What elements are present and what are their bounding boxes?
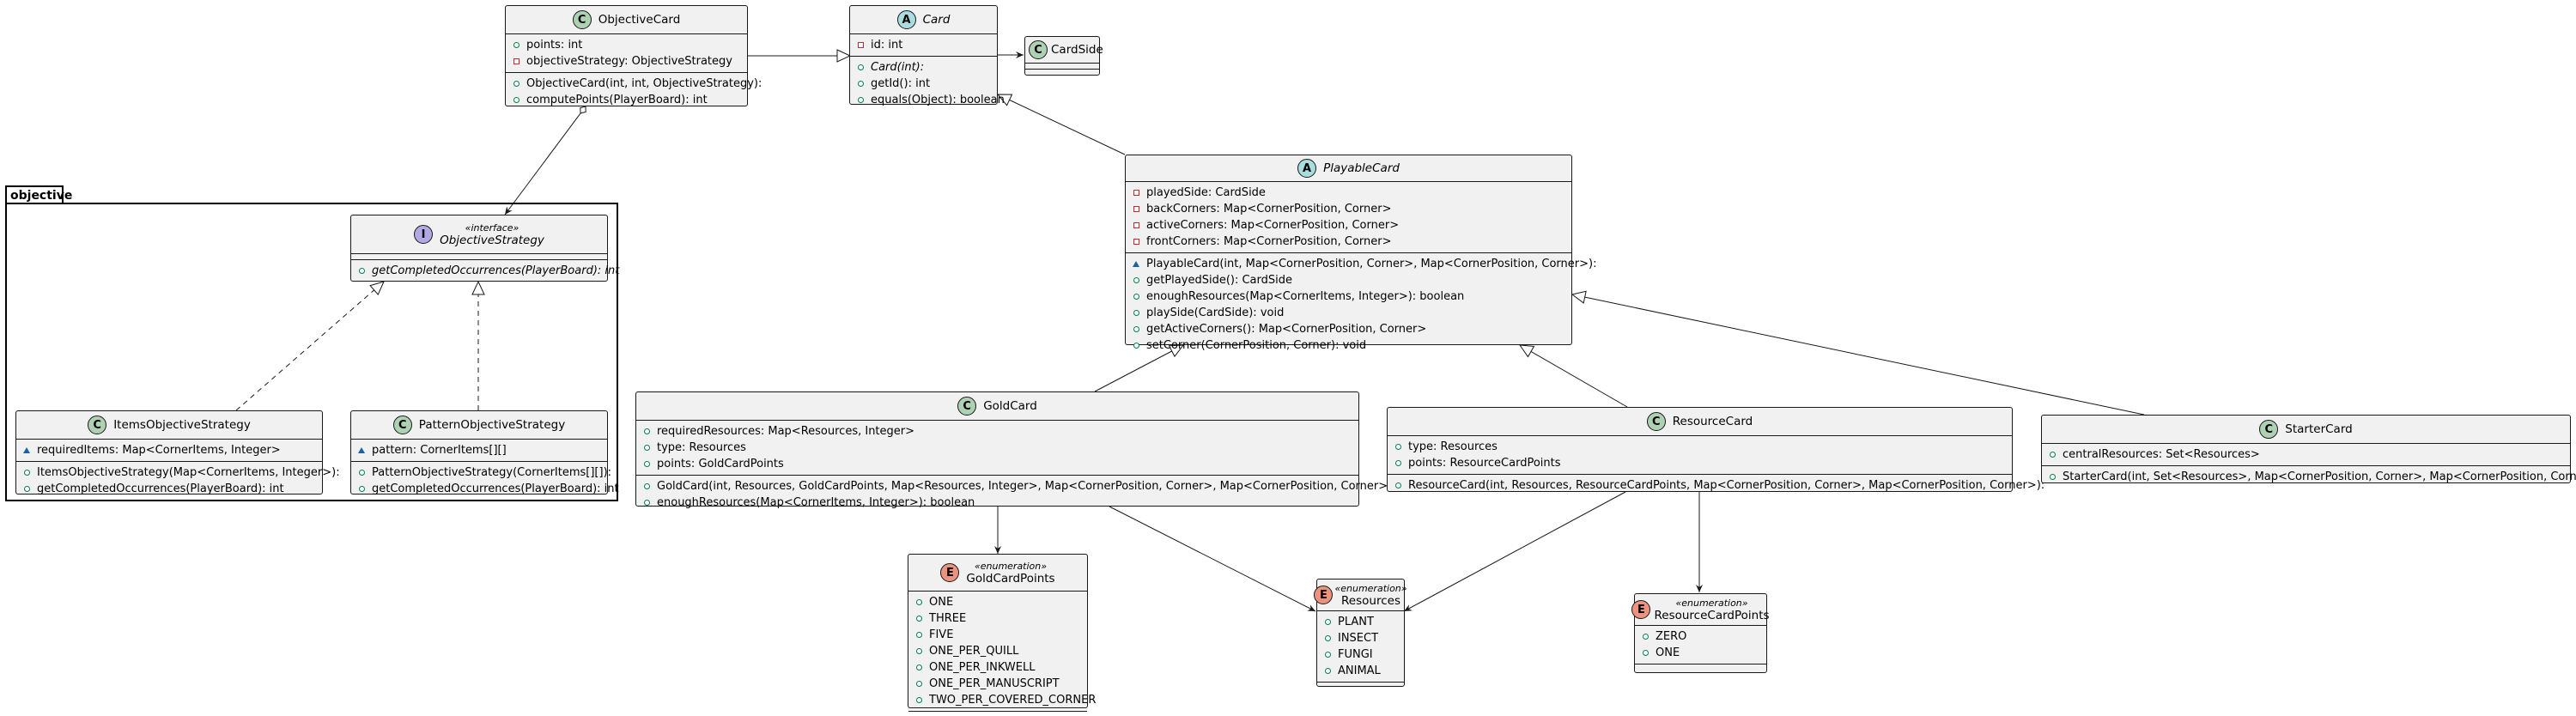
- field-row: points: GoldCardPoints: [636, 456, 1358, 472]
- class-name: StarterCard: [2285, 422, 2353, 436]
- class-goldcard[interactable]: C GoldCard requiredResources: Map<Resour…: [635, 391, 1396, 509]
- enum-value-row: ONE_PER_QUILL: [908, 643, 1087, 659]
- field-row: type: Resources: [1388, 439, 2012, 455]
- edge-objectivecard-strategy: [504, 106, 586, 215]
- class-glyph-icon: C: [1029, 40, 1048, 59]
- field-row: activeCorners: Map<CornerPosition, Corne…: [1126, 217, 1571, 234]
- class-name: ItemsObjectiveStrategy: [113, 418, 251, 432]
- class-glyph-icon: C: [2259, 420, 2279, 439]
- field-row: requiredItems: Map<CornerItems, Integer>: [16, 442, 322, 458]
- enum-value-row: FIVE: [908, 627, 1087, 643]
- enum-value-row: INSECT: [1317, 630, 1404, 646]
- field-row: id: int: [850, 37, 997, 53]
- field-row: points: int: [506, 37, 747, 53]
- field-row: frontCorners: Map<CornerPosition, Corner…: [1126, 234, 1571, 250]
- class-objectivecard[interactable]: C ObjectiveCard points: int objectiveStr…: [505, 5, 762, 108]
- enum-glyph-icon: E: [1314, 586, 1334, 604]
- enum-value-row: ONE_PER_MANUSCRIPT: [908, 676, 1087, 692]
- method-row: computePoints(PlayerBoard): int: [506, 92, 747, 108]
- method-row: getCompletedOccurrences(PlayerBoard): in…: [16, 481, 322, 497]
- enum-goldcardpoints[interactable]: E «enumeration» GoldCardPoints ONE THREE…: [908, 554, 1096, 712]
- method-row: Card(int):: [850, 59, 997, 76]
- class-name: ResourceCard: [1672, 415, 1753, 428]
- class-card[interactable]: A Card id: int Card(int): getId(): int e…: [849, 5, 1005, 108]
- class-patternobjectivestrategy[interactable]: C PatternObjectiveStrategy pattern: Corn…: [350, 410, 619, 497]
- class-name: ResourceCardPoints: [1654, 609, 1770, 622]
- class-startercard[interactable]: C StarterCard centralResources: Set<Reso…: [2041, 415, 2576, 485]
- field-row: playedSide: CardSide: [1126, 185, 1571, 201]
- method-row: getActiveCorners(): Map<CornerPosition, …: [1126, 321, 1571, 337]
- field-row: objectiveStrategy: ObjectiveStrategy: [506, 53, 747, 70]
- class-itemsobjectivestrategy[interactable]: C ItemsObjectiveStrategy requiredItems: …: [15, 410, 340, 497]
- enum-resourcecardpoints[interactable]: E «enumeration» ResourceCardPoints ZERO …: [1631, 593, 1770, 673]
- method-row: PatternObjectiveStrategy(CornerItems[][]…: [351, 464, 611, 481]
- class-name: PatternObjectiveStrategy: [418, 418, 566, 432]
- method-row: enoughResources(Map<CornerItems, Integer…: [636, 495, 1358, 511]
- enum-value-row: THREE: [908, 610, 1087, 627]
- method-row: equals(Object): boolean: [850, 92, 1005, 108]
- method-row: getPlayedSide(): CardSide: [1126, 272, 1571, 288]
- class-glyph-icon: C: [957, 397, 977, 416]
- method-row: getCompletedOccurrences(PlayerBoard): in…: [351, 481, 619, 497]
- enum-value-row: ONE_PER_INKWELL: [908, 659, 1087, 676]
- class-name: ObjectiveCard: [598, 13, 681, 27]
- method-row: ObjectiveCard(int, int, ObjectiveStrateg…: [506, 76, 762, 92]
- package-tab: objective: [5, 185, 72, 204]
- stereotype-label: «enumeration»: [974, 561, 1048, 572]
- class-name: GoldCard: [983, 399, 1037, 413]
- enum-value-row: ZERO: [1635, 628, 1766, 645]
- class-glyph-icon: C: [1646, 412, 1666, 431]
- field-row: requiredResources: Map<Resources, Intege…: [636, 423, 1358, 440]
- method-row: StarterCard(int, Set<Resources>, Map<Cor…: [2042, 469, 2576, 485]
- method-row: GoldCard(int, Resources, GoldCardPoints,…: [636, 478, 1396, 495]
- enum-glyph-icon: E: [1631, 600, 1651, 619]
- method-row: PlayableCard(int, Map<CornerPosition, Co…: [1126, 256, 1596, 272]
- field-row: centralResources: Set<Resources>: [2042, 446, 2570, 463]
- enum-value-row: FUNGI: [1317, 646, 1404, 663]
- class-name: Card: [922, 13, 951, 27]
- edge-resource-resources: [1403, 491, 1626, 612]
- abstract-glyph-icon: A: [896, 10, 916, 29]
- method-row: setCorner(CornerPosition, Corner): void: [1126, 337, 1571, 354]
- method-row: getId(): int: [850, 76, 997, 92]
- field-row: type: Resources: [636, 440, 1358, 456]
- edge-starter-playable: [1571, 290, 2145, 416]
- abstract-glyph-icon: A: [1297, 159, 1317, 178]
- enum-value-row: ANIMAL: [1317, 663, 1404, 679]
- method-row: enoughResources(Map<CornerItems, Integer…: [1126, 288, 1571, 305]
- class-glyph-icon: C: [392, 416, 412, 434]
- enum-value-row: PLANT: [1317, 614, 1404, 630]
- enum-value-row: ONE: [908, 594, 1087, 610]
- class-glyph-icon: C: [572, 10, 592, 29]
- field-row: points: ResourceCardPoints: [1388, 455, 2012, 471]
- class-name: CardSide: [1051, 43, 1103, 57]
- class-name: PlayableCard: [1323, 161, 1400, 175]
- package-objective: [5, 203, 618, 501]
- class-glyph-icon: C: [88, 416, 107, 434]
- field-row: backCorners: Map<CornerPosition, Corner>: [1126, 201, 1571, 217]
- class-resourcecard[interactable]: C ResourceCard type: Resources points: R…: [1387, 407, 2044, 494]
- enum-resources[interactable]: E «enumeration» Resources PLANT INSECT F…: [1314, 579, 1407, 687]
- enum-value-row: TWO_PER_COVERED_CORNER: [908, 692, 1096, 708]
- method-row: getCompletedOccurrences(PlayerBoard): in…: [351, 263, 619, 279]
- class-cardside[interactable]: C CardSide: [1024, 36, 1103, 76]
- stereotype-label: «interface»: [465, 222, 519, 234]
- enum-glyph-icon: E: [940, 563, 960, 582]
- enum-value-row: ONE: [1635, 645, 1766, 661]
- edge-playable-card: [996, 94, 1126, 155]
- method-row: ItemsObjectiveStrategy(Map<CornerItems, …: [16, 464, 340, 481]
- class-playablecard[interactable]: A PlayableCard playedSide: CardSide back…: [1125, 155, 1596, 352]
- class-name: GoldCardPoints: [966, 572, 1055, 586]
- class-objectivestrategy[interactable]: I «interface» ObjectiveStrategy getCompl…: [350, 215, 619, 282]
- stereotype-label: «enumeration»: [1334, 583, 1407, 594]
- package-name: objective: [10, 189, 73, 203]
- method-row: playSide(CardSide): void: [1126, 305, 1571, 321]
- class-name: ObjectiveStrategy: [440, 234, 544, 247]
- stereotype-label: «enumeration»: [1675, 598, 1748, 609]
- class-name: Resources: [1341, 594, 1400, 608]
- edge-gold-resources: [1109, 506, 1316, 612]
- interface-glyph-icon: I: [414, 225, 434, 244]
- method-row: ResourceCard(int, Resources, ResourceCar…: [1388, 477, 2044, 494]
- field-row: pattern: CornerItems[][]: [351, 442, 607, 458]
